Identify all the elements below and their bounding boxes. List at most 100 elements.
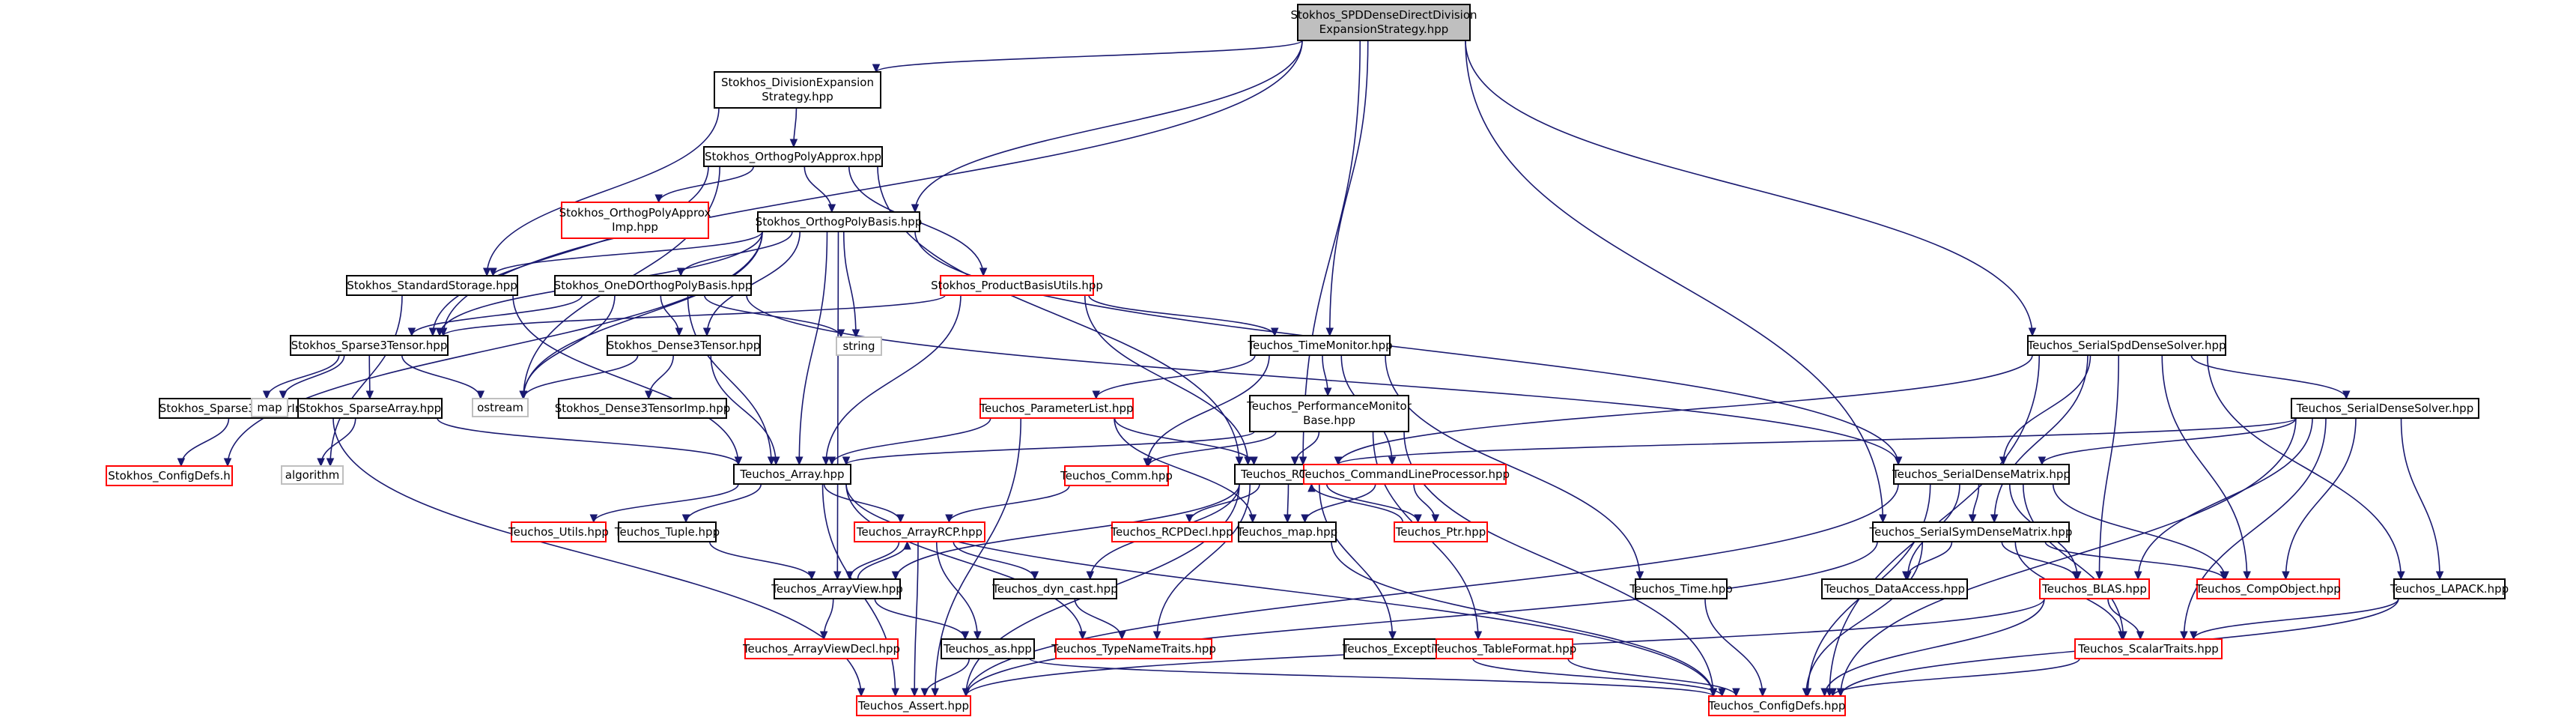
node-stokhos-dense3tensorimp-hpp[interactable]: Stokhos_Dense3TensorImp.hpp bbox=[555, 398, 731, 419]
edge-line bbox=[2044, 541, 2225, 580]
node-teuchos-time-hpp[interactable]: Teuchos_Time.hpp bbox=[1629, 578, 1733, 599]
node-box bbox=[744, 638, 899, 659]
node-teuchos-typenametraits-hpp[interactable]: Teuchos_TypeNameTraits.hpp bbox=[1051, 638, 1216, 659]
node-label: Stokhos_OrthogPolyApprox.hpp bbox=[705, 150, 881, 164]
edge-arrowhead bbox=[807, 571, 816, 581]
edge-arrowhead bbox=[962, 688, 970, 698]
node-stokhos-dense3tensor-hpp[interactable]: Stokhos_Dense3Tensor.hpp bbox=[607, 335, 761, 356]
node-box bbox=[1635, 578, 1728, 599]
edge-line bbox=[1465, 40, 2033, 336]
edge-arrowhead bbox=[1894, 456, 1903, 466]
node-teuchos-tableformat-hpp[interactable]: Teuchos_TableFormat.hpp bbox=[1432, 638, 1577, 659]
node-teuchos-assert-hpp[interactable]: Teuchos_Assert.hpp bbox=[856, 695, 971, 716]
edge-line bbox=[935, 541, 979, 640]
edge-rcp-to-exceptions bbox=[1318, 483, 1397, 641]
node-label: Stokhos_StandardStorage.hpp bbox=[347, 279, 517, 293]
node-teuchos-tuple-hpp[interactable]: Teuchos_Tuple.hpp bbox=[614, 521, 720, 542]
edge-arrowhead bbox=[2397, 571, 2405, 581]
node-teuchos-dyn-cast-hpp[interactable]: Teuchos_dyn_cast.hpp bbox=[991, 578, 1118, 599]
node-box bbox=[979, 398, 1134, 419]
edge-spdsolver-to-lapack bbox=[2206, 354, 2405, 581]
node-teuchos-utils-hpp[interactable]: Teuchos_Utils.hpp bbox=[508, 521, 609, 542]
node-teuchos-configdefs-hpp[interactable]: Teuchos_ConfigDefs.hpp bbox=[1708, 695, 1846, 716]
node-teuchos-serialspddensesolver-hpp[interactable]: Teuchos_SerialSpdDenseSolver.hpp bbox=[2026, 335, 2226, 356]
edge-line bbox=[924, 658, 970, 697]
node-label: Teuchos_ParameterList.hpp bbox=[979, 402, 1133, 416]
edge-line bbox=[443, 294, 946, 336]
edge-line bbox=[1156, 483, 1251, 640]
node-teuchos-scalartraits-hpp[interactable]: Teuchos_ScalarTraits.hpp bbox=[2074, 638, 2223, 659]
edge-oned-to-sparse3 bbox=[407, 294, 583, 337]
node-stokhos-orthogpolybasis-hpp[interactable]: Stokhos_OrthogPolyBasis.hpp bbox=[756, 211, 923, 232]
edge-prodbasis-to-timemon bbox=[1088, 294, 1279, 337]
edge-line bbox=[1294, 431, 1320, 465]
node-teuchos-lapack-hpp[interactable]: Teuchos_LAPACK.hpp bbox=[2390, 578, 2509, 599]
node-teuchos-map-hpp[interactable]: Teuchos_map.hpp bbox=[1236, 521, 1337, 542]
node-stokhos-productbasisutils-hpp[interactable]: Stokhos_ProductBasisUtils.hpp bbox=[931, 275, 1103, 296]
node-teuchos-serialdensematrix-hpp[interactable]: Teuchos_SerialDenseMatrix.hpp bbox=[1892, 464, 2071, 485]
node-teuchos-ptr-hpp[interactable]: Teuchos_Ptr.hpp bbox=[1394, 521, 1488, 542]
edge-arrowhead bbox=[482, 267, 491, 277]
edge-arrowhead bbox=[1334, 456, 1343, 466]
node-box bbox=[703, 146, 883, 167]
edge-arrowhead bbox=[223, 458, 232, 468]
node-teuchos-timemonitor-hpp[interactable]: Teuchos_TimeMonitor.hpp bbox=[1247, 335, 1393, 356]
edge-arrowhead bbox=[1301, 514, 1309, 524]
node-stokhos-spddensedirectdivision-expansionstrategy-hpp[interactable]: Stokhos_SPDDenseDirectDivisionExpansionS… bbox=[1290, 4, 1477, 41]
node-box bbox=[106, 465, 233, 486]
node-label: Stokhos_Sparse3TensorImp.hpp bbox=[160, 402, 338, 416]
edge-line bbox=[492, 231, 763, 276]
node-stokhos-sparse3tensor-hpp[interactable]: Stokhos_Sparse3Tensor.hpp bbox=[290, 335, 449, 356]
edge-orthbasis-to-arrayview bbox=[833, 231, 842, 581]
edge-line bbox=[2193, 598, 2399, 640]
edge-line bbox=[836, 231, 839, 580]
node-box bbox=[346, 275, 518, 296]
edge-spdsolver-to-compobj bbox=[2161, 354, 2251, 581]
edge-line bbox=[523, 231, 763, 399]
node-box bbox=[2393, 578, 2506, 599]
edge-line bbox=[706, 231, 801, 336]
edge-line bbox=[1331, 541, 1714, 697]
edge-arrowhead bbox=[1968, 514, 1977, 524]
node-teuchos-arrayview-hpp[interactable]: Teuchos_ArrayView.hpp bbox=[771, 578, 903, 599]
node-teuchos-rcpdecl-hpp[interactable]: Teuchos_RCPDecl.hpp bbox=[1110, 521, 1233, 542]
node-teuchos-arrayviewdecl-hpp[interactable]: Teuchos_ArrayViewDecl.hpp bbox=[742, 638, 900, 659]
edge-line bbox=[2285, 417, 2357, 580]
edge-perfmon-to-rcp bbox=[1290, 431, 1320, 466]
node-teuchos-arrayrcp-hpp[interactable]: Teuchos_ArrayRCP.hpp bbox=[854, 521, 985, 542]
edge-arrowhead bbox=[851, 329, 860, 339]
node-teuchos-comm-hpp[interactable]: Teuchos_Comm.hpp bbox=[1060, 465, 1173, 486]
node-stokhos-configdefs-h[interactable]: Stokhos_ConfigDefs.h bbox=[106, 465, 233, 486]
node-teuchos-serialdensesolver-hpp[interactable]: Teuchos_SerialDenseSolver.hpp bbox=[2291, 398, 2479, 419]
edge-line bbox=[2400, 417, 2440, 580]
edge-densesolver-to-lapack bbox=[2400, 417, 2444, 581]
node-teuchos-compobject-hpp[interactable]: Teuchos_CompObject.hpp bbox=[2195, 578, 2341, 599]
node-stokhos-orthogpolyapprox-hpp[interactable]: Stokhos_OrthogPolyApprox.hpp bbox=[703, 146, 883, 167]
edge-as-to-configdefs_t bbox=[1029, 658, 1718, 698]
edge-perfmon-to-comm bbox=[1144, 431, 1277, 468]
node-label: Teuchos_BLAS.hpp bbox=[2041, 582, 2147, 596]
edge-root-to-symdense bbox=[1465, 40, 1887, 524]
edge-arrowhead bbox=[771, 456, 780, 466]
edge-blas-to-scalartraits bbox=[2107, 598, 2145, 641]
edge-densesolver-to-compobj bbox=[2282, 417, 2357, 581]
node-stokhos-sparsearray-hpp[interactable]: Stokhos_SparseArray.hpp bbox=[297, 398, 443, 419]
node-stokhos-standardstorage-hpp[interactable]: Stokhos_StandardStorage.hpp bbox=[346, 275, 518, 296]
node-teuchos-as-hpp[interactable]: Teuchos_as.hpp bbox=[941, 638, 1035, 659]
node-teuchos-serialsymdensematrix-hpp[interactable]: Teuchos_SerialSymDenseMatrix.hpp bbox=[1869, 521, 2073, 542]
node-teuchos-commandlineprocessor-hpp[interactable]: Teuchos_CommandLineProcessor.hpp bbox=[1299, 464, 1510, 485]
edge-timemon-to-paramlist bbox=[1092, 354, 1256, 400]
node-teuchos-array-hpp[interactable]: Teuchos_Array.hpp bbox=[733, 464, 851, 485]
node-stokhos-onedorthogpolybasis-hpp[interactable]: Stokhos_OneDOrthogPolyBasis.hpp bbox=[554, 275, 753, 296]
node-teuchos-parameterlist-hpp[interactable]: Teuchos_ParameterList.hpp bbox=[979, 398, 1134, 419]
node-teuchos-blas-hpp[interactable]: Teuchos_BLAS.hpp bbox=[2039, 578, 2150, 599]
edge-blas-to-configdefs_t bbox=[1820, 598, 2045, 698]
edge-arrowhead bbox=[1298, 456, 1307, 466]
node-teuchos-dataaccess-hpp[interactable]: Teuchos_DataAccess.hpp bbox=[1821, 578, 1968, 599]
edge-line bbox=[2001, 541, 2077, 580]
edge-line bbox=[1084, 294, 1249, 465]
edge-line bbox=[875, 40, 1303, 73]
